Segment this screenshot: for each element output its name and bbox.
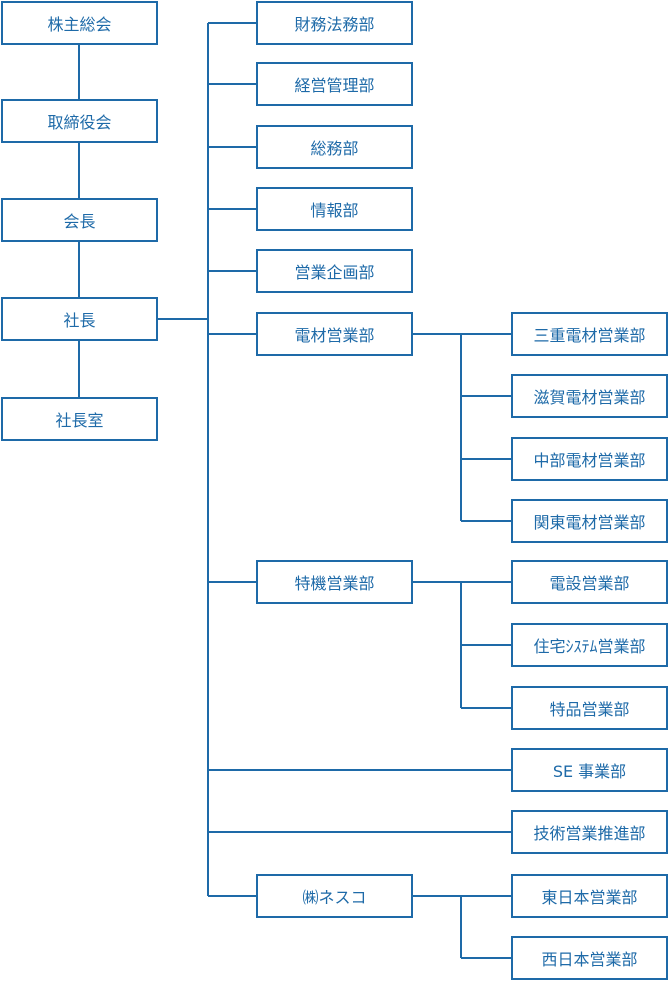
node-shareholders: 株主総会	[1, 1, 158, 45]
node-mie: 三重電材営業部	[511, 312, 668, 356]
node-electrical-equipment: 電設営業部	[511, 560, 668, 604]
node-se: SE 事業部	[511, 748, 668, 792]
node-special-products: 特品営業部	[511, 686, 668, 730]
node-kanto: 関東電材営業部	[511, 499, 668, 543]
node-board: 取締役会	[1, 99, 158, 143]
node-special-machinery: 特機営業部	[256, 560, 413, 604]
node-general-affairs: 総務部	[256, 125, 413, 169]
node-management: 経営管理部	[256, 62, 413, 106]
node-east-japan: 東日本営業部	[511, 874, 668, 918]
node-president: 社長	[1, 297, 158, 341]
node-nesco: ㈱ネスコ	[256, 874, 413, 918]
node-shiga: 滋賀電材営業部	[511, 374, 668, 418]
node-electrical-materials: 電材営業部	[256, 312, 413, 356]
node-president-office: 社長室	[1, 397, 158, 441]
node-west-japan: 西日本営業部	[511, 936, 668, 980]
node-chubu: 中部電材営業部	[511, 437, 668, 481]
node-finance-legal: 財務法務部	[256, 1, 413, 45]
node-housing-systems: 住宅ｼｽﾃﾑ営業部	[511, 623, 668, 667]
node-sales-planning: 営業企画部	[256, 249, 413, 293]
node-chairman: 会長	[1, 198, 158, 242]
node-technical-sales: 技術営業推進部	[511, 810, 668, 854]
node-information: 情報部	[256, 187, 413, 231]
